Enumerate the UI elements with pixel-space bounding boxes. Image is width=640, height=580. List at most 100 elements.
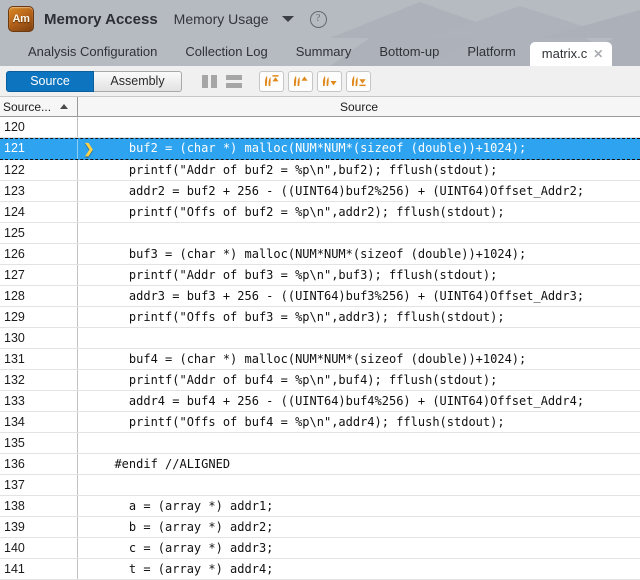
source-code-line: addr3 = buf3 + 256 - ((UINT64)buf3%256) …: [100, 289, 585, 303]
line-number: 121: [0, 139, 78, 159]
split-vertical-icon[interactable]: [202, 74, 217, 88]
tab-label: Summary: [295, 44, 352, 59]
table-row[interactable]: 129 printf("Offs of buf3 = %p\n",addr3);…: [0, 307, 640, 328]
table-row[interactable]: 141 t = (array *) addr4;: [0, 559, 640, 580]
column-header-source[interactable]: Source: [78, 97, 640, 116]
table-row[interactable]: 122 printf("Addr of buf2 = %p\n",buf2); …: [0, 160, 640, 181]
source-code-line: t = (array *) addr4;: [100, 562, 274, 576]
table-row[interactable]: 137: [0, 475, 640, 496]
table-row[interactable]: 133 addr4 = buf4 + 256 - ((UINT64)buf4%2…: [0, 391, 640, 412]
tab-label: Analysis Configuration: [28, 44, 158, 59]
app-header: Am Memory Access Memory Usage ?: [0, 0, 640, 38]
amplifier-logo: Am: [8, 6, 34, 32]
line-marker-slot: [78, 412, 100, 432]
column-header-source-line[interactable]: Source...: [0, 97, 78, 116]
source-code-line: printf("Addr of buf2 = %p\n",buf2); fflu…: [100, 163, 498, 177]
line-number: 131: [0, 349, 78, 369]
help-icon[interactable]: ?: [309, 10, 327, 28]
hotspot-first-icon[interactable]: [259, 70, 284, 92]
hotspot-next-icon[interactable]: [317, 70, 342, 92]
source-code-line: [100, 223, 640, 243]
line-number: 135: [0, 433, 78, 453]
grid-header: Source... Source: [0, 97, 640, 117]
table-row[interactable]: 139 b = (array *) addr2;: [0, 517, 640, 538]
table-row[interactable]: 123 addr2 = buf2 + 256 - ((UINT64)buf2%2…: [0, 181, 640, 202]
line-marker-slot: [78, 202, 100, 222]
source-code-line: c = (array *) addr3;: [100, 541, 274, 555]
line-number: 128: [0, 286, 78, 306]
table-row[interactable]: 127 printf("Addr of buf3 = %p\n",buf3); …: [0, 265, 640, 286]
source-code-line: buf2 = (char *) malloc(NUM*NUM*(sizeof (…: [100, 141, 527, 155]
table-row-selected[interactable]: 121 ❯ buf2 = (char *) malloc(NUM*NUM*(siz…: [0, 138, 640, 160]
line-number: 122: [0, 160, 78, 180]
table-row[interactable]: 120: [0, 117, 640, 138]
line-marker-slot: [78, 181, 100, 201]
source-code-line: buf3 = (char *) malloc(NUM*NUM*(sizeof (…: [100, 247, 527, 261]
table-row[interactable]: 132 printf("Addr of buf4 = %p\n",buf4); …: [0, 370, 640, 391]
line-number: 123: [0, 181, 78, 201]
line-number: 130: [0, 328, 78, 348]
source-code-line: buf4 = (char *) malloc(NUM*NUM*(sizeof (…: [100, 352, 527, 366]
line-marker-slot: [78, 223, 100, 243]
close-icon[interactable]: ✕: [593, 47, 604, 61]
line-number: 127: [0, 265, 78, 285]
column-header-label: Source: [339, 99, 379, 114]
tab-bottom-up[interactable]: Bottom-up: [365, 38, 453, 66]
line-marker-slot: [78, 391, 100, 411]
line-marker-slot: [78, 328, 100, 348]
table-row[interactable]: 130: [0, 328, 640, 349]
table-row[interactable]: 134 printf("Offs of buf4 = %p\n",addr4);…: [0, 412, 640, 433]
table-row[interactable]: 124 printf("Offs of buf2 = %p\n",addr2);…: [0, 202, 640, 223]
tab-matrix-c[interactable]: matrix.c ✕: [529, 42, 613, 66]
view-mode-group: Source Assembly: [6, 70, 182, 92]
table-row[interactable]: 128 addr3 = buf3 + 256 - ((UINT64)buf3%2…: [0, 286, 640, 307]
sort-ascending-icon[interactable]: [60, 104, 68, 109]
tab-strip: Analysis Configuration Collection Log Su…: [0, 38, 640, 66]
table-row[interactable]: 135: [0, 433, 640, 454]
source-code-line: [100, 328, 640, 348]
source-code-line: b = (array *) addr2;: [100, 520, 274, 534]
line-marker-slot: [78, 454, 100, 474]
chevron-down-icon[interactable]: [281, 16, 294, 22]
line-marker-slot: [78, 475, 100, 495]
table-row[interactable]: 138 a = (array *) addr1;: [0, 496, 640, 517]
assembly-view-button[interactable]: Assembly: [94, 70, 182, 92]
line-marker-slot: [78, 559, 100, 579]
tab-analysis-configuration[interactable]: Analysis Configuration: [14, 38, 171, 66]
line-number: 140: [0, 538, 78, 558]
page-title: Memory Access: [44, 10, 158, 28]
line-number: 141: [0, 559, 78, 579]
source-code-line: printf("Addr of buf3 = %p\n",buf3); fflu…: [100, 268, 498, 282]
line-number: 126: [0, 244, 78, 264]
tab-label: Bottom-up: [379, 44, 440, 59]
source-code-line: addr2 = buf2 + 256 - ((UINT64)buf2%256) …: [100, 184, 585, 198]
tab-platform[interactable]: Platform: [453, 38, 529, 66]
table-row[interactable]: 136 #endif //ALIGNED: [0, 454, 640, 475]
source-code-line: a = (array *) addr1;: [100, 499, 274, 513]
line-number: 137: [0, 475, 78, 495]
column-header-label: Source...: [3, 99, 52, 114]
current-line-marker-icon: ❯: [83, 141, 95, 156]
line-marker-slot: [78, 370, 100, 390]
line-number: 124: [0, 202, 78, 222]
source-code-line: printf("Addr of buf4 = %p\n",buf4); fflu…: [100, 373, 498, 387]
table-row[interactable]: 126 buf3 = (char *) malloc(NUM*NUM*(size…: [0, 244, 640, 265]
line-marker-slot: [78, 349, 100, 369]
hotspot-last-icon[interactable]: [346, 70, 371, 92]
source-view-button[interactable]: Source: [6, 70, 94, 92]
line-number: 134: [0, 412, 78, 432]
source-code-line: [100, 117, 640, 137]
line-number: 129: [0, 307, 78, 327]
table-row[interactable]: 131 buf4 = (char *) malloc(NUM*NUM*(size…: [0, 349, 640, 370]
tab-summary[interactable]: Summary: [282, 38, 366, 66]
hotspot-previous-icon[interactable]: [288, 70, 313, 92]
line-marker-slot: [78, 244, 100, 264]
source-code-line: printf("Offs of buf4 = %p\n",addr4); ffl…: [100, 415, 505, 429]
table-row[interactable]: 125: [0, 223, 640, 244]
tab-collection-log[interactable]: Collection Log: [171, 38, 281, 66]
source-code-line: printf("Offs of buf3 = %p\n",addr3); ffl…: [100, 310, 505, 324]
table-row[interactable]: 140 c = (array *) addr3;: [0, 538, 640, 559]
line-marker-slot: [78, 517, 100, 537]
split-horizontal-icon[interactable]: [226, 74, 242, 88]
